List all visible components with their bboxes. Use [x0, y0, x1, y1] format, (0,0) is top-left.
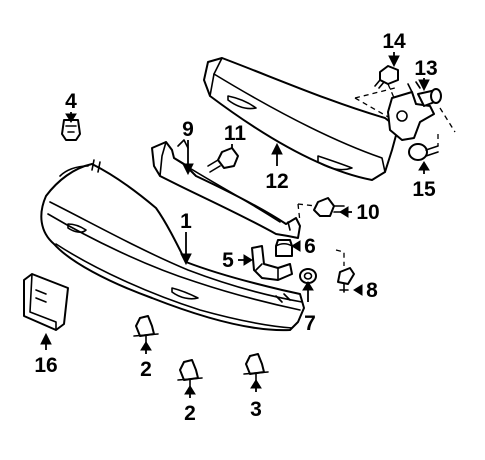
bolt-11 [207, 144, 239, 173]
bracket-assembly [354, 81, 456, 141]
bolt-14 [374, 65, 399, 101]
callout-12: 12 [265, 170, 288, 193]
callout-16: 16 [34, 354, 57, 377]
callout-2a: 2 [140, 358, 152, 381]
callout-7: 7 [304, 312, 316, 335]
push-pin-2a [133, 315, 159, 345]
leader-lines [40, 52, 430, 398]
callout-10: 10 [356, 201, 379, 224]
push-retainer-8 [335, 249, 355, 293]
license-bracket [23, 273, 69, 331]
callout-14: 14 [382, 30, 406, 53]
clip [61, 119, 81, 141]
callout-13: 13 [414, 57, 437, 80]
callout-3: 3 [250, 398, 262, 421]
callout-4: 4 [65, 90, 77, 113]
callout-6: 6 [304, 235, 316, 258]
callout-2b: 2 [184, 402, 196, 425]
bolt-15 [408, 134, 439, 161]
push-pin-2b [177, 359, 203, 389]
bumper-cover [40, 159, 305, 332]
callout-1: 1 [180, 210, 192, 233]
impact-bar [203, 57, 399, 181]
callout-8: 8 [366, 279, 378, 302]
callout-labels: 1 2 2 3 4 5 6 7 8 9 10 11 12 13 14 15 16 [34, 30, 437, 425]
push-pin-3 [243, 353, 269, 383]
callout-5: 5 [222, 249, 234, 272]
side-bracket [251, 245, 293, 281]
cushion [275, 239, 293, 257]
callout-11: 11 [224, 122, 247, 145]
callout-15: 15 [412, 178, 436, 201]
retainer-grommet [299, 268, 317, 302]
bolt-10 [297, 197, 345, 223]
callout-9: 9 [182, 118, 194, 141]
